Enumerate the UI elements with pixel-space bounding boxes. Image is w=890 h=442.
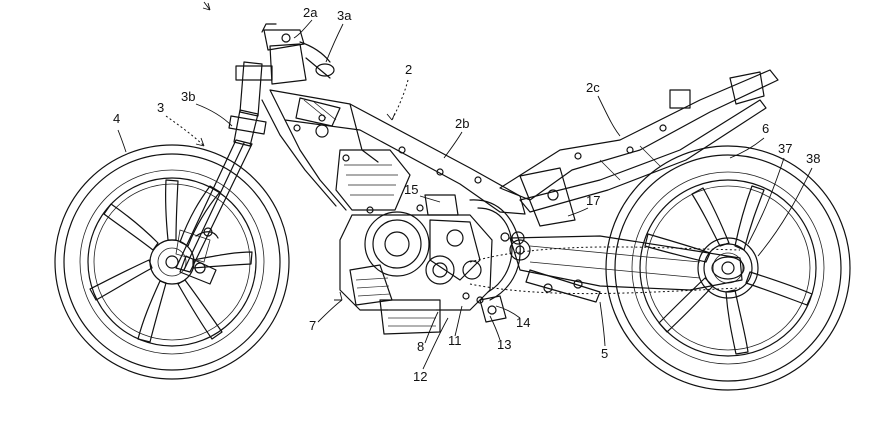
rear-subframe (499, 69, 779, 227)
label-3b: 3b (181, 89, 195, 104)
steering-head (261, 23, 335, 85)
label-38: 38 (806, 151, 820, 166)
front-wheel (54, 144, 290, 380)
swingarm (479, 235, 743, 323)
drive-chain (469, 246, 741, 295)
label-5: 5 (601, 346, 608, 361)
label-11: 11 (448, 333, 462, 348)
engine (339, 194, 525, 335)
label-7: 7 (309, 318, 316, 333)
label-2: 2 (405, 62, 412, 77)
label-13: 13 (497, 337, 511, 352)
label-2c: 2c (586, 80, 600, 95)
label-37: 37 (778, 141, 792, 156)
label-6: 6 (762, 121, 769, 136)
label-17: 17 (586, 193, 600, 208)
corner-arrow-fragment (202, 1, 211, 11)
label-14: 14 (516, 315, 530, 330)
reference-labels: 2a 3a 2 2b 2c 3 3b 4 6 37 38 15 17 7 8 1… (113, 5, 820, 384)
main-frame (261, 89, 526, 215)
rear-wheel (605, 145, 851, 391)
label-2b: 2b (455, 116, 469, 131)
label-12: 12 (413, 369, 427, 384)
label-3a: 3a (337, 8, 352, 23)
label-2a: 2a (303, 5, 318, 20)
label-3: 3 (157, 100, 164, 115)
leader-lines (117, 19, 813, 370)
label-15: 15 (404, 182, 418, 197)
label-4: 4 (113, 111, 120, 126)
label-8: 8 (417, 339, 424, 354)
